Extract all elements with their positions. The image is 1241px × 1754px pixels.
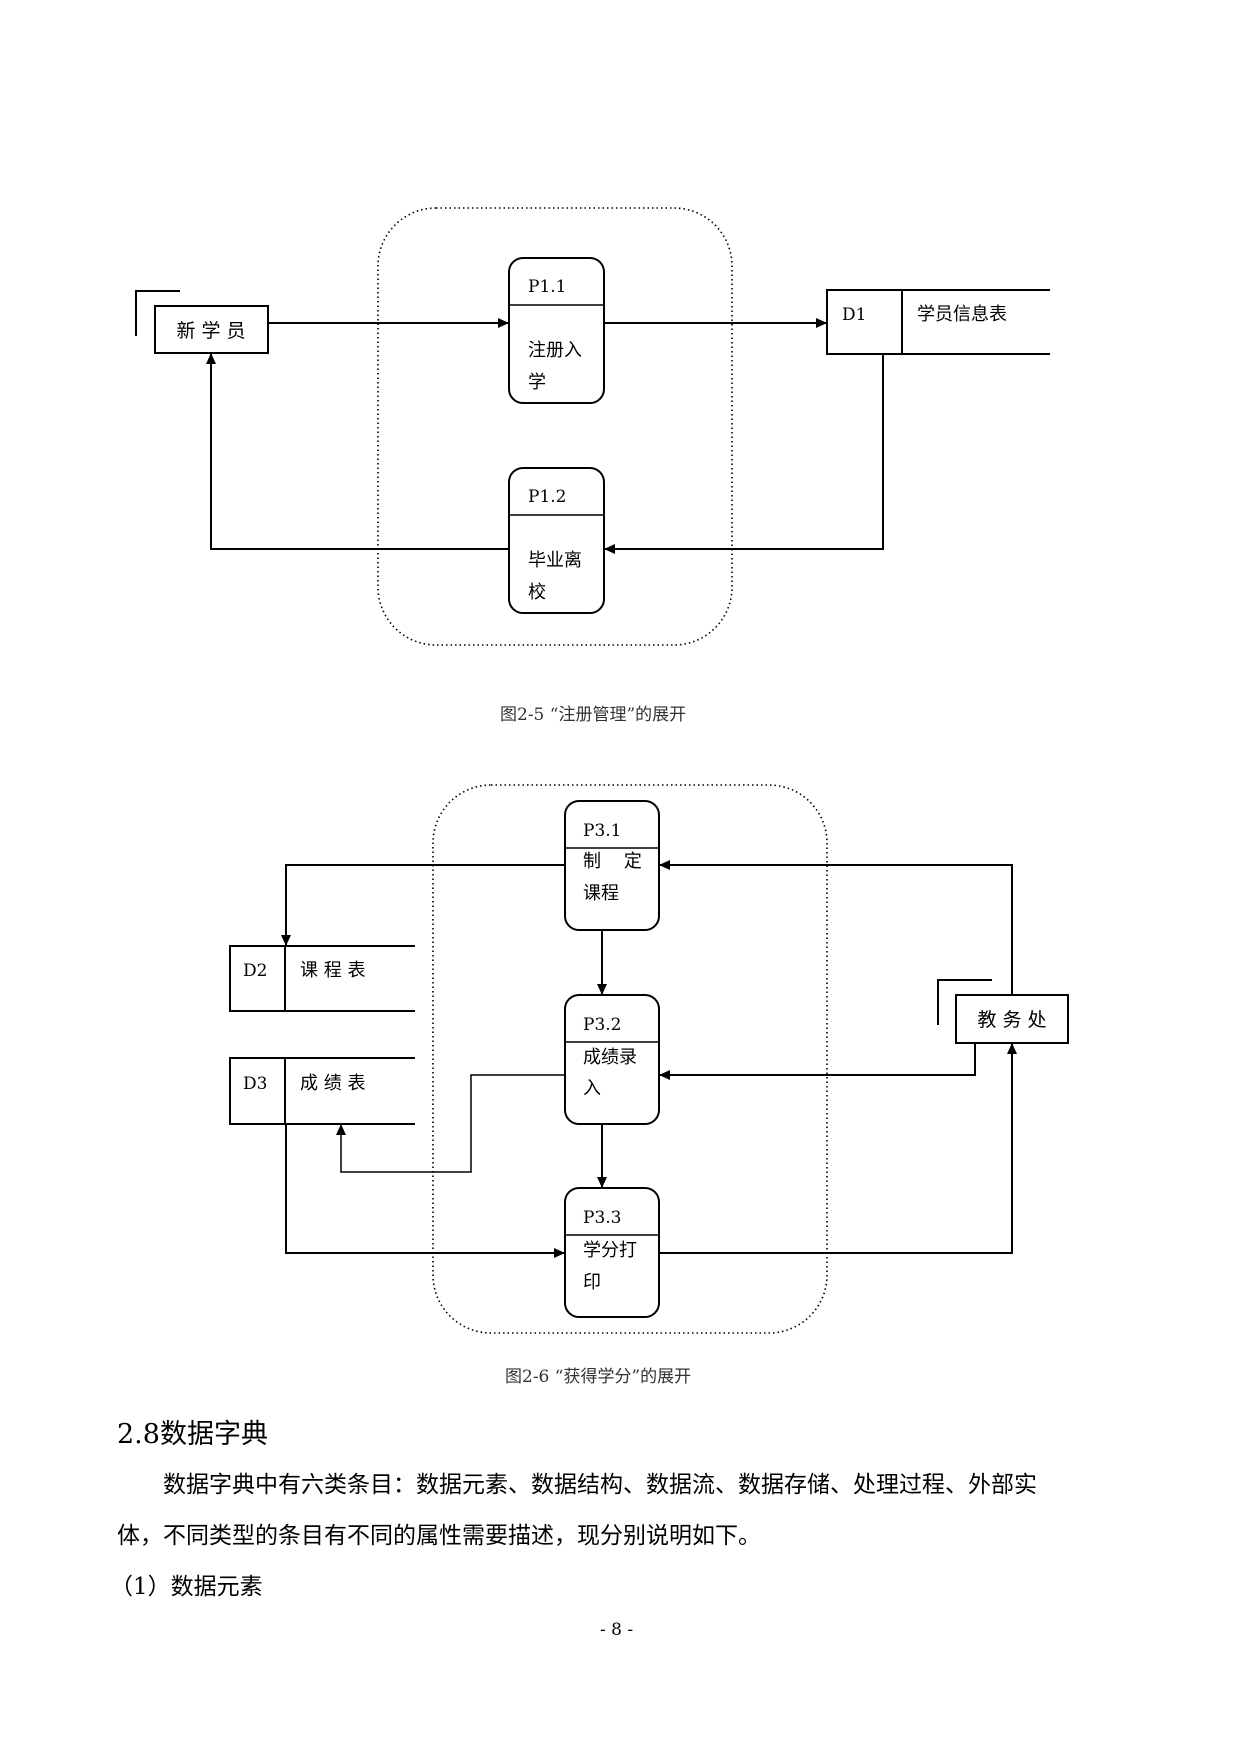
list-item-data-element: （1）数据元素 (110, 1574, 263, 1600)
process-box (508, 467, 605, 614)
process-id: P1.2 (528, 487, 566, 507)
process-name-line2: 印 (583, 1272, 601, 1293)
page-number: - 8 - (600, 1620, 634, 1640)
store-id: D1 (842, 305, 866, 325)
store-name: 学员信息表 (917, 304, 1007, 325)
process-name-line2: 学 (528, 372, 546, 393)
flow-d1-to-p12 (604, 354, 884, 554)
store-outline (826, 289, 1050, 355)
external-entity-academic-affairs: 教 务 处 (937, 979, 1069, 1044)
process-id: P1.1 (528, 277, 566, 297)
process-name-line1: 成绩录 (583, 1047, 637, 1068)
entity-label: 新 学 员 (176, 320, 245, 342)
flow-d3-to-p33 (285, 1124, 565, 1258)
paragraph-line-2: 体，不同类型的条目有不同的属性需要描述，现分别说明如下。 (117, 1523, 761, 1549)
process-name-line2: 校 (528, 582, 546, 603)
process-boundary (432, 784, 828, 1334)
entity-label: 教 务 处 (977, 1009, 1046, 1031)
flow-p31-to-d2 (281, 864, 565, 946)
figure-2-6: P3.1 制 定 课程 P3.2 成绩录 入 P3.3 学分打 印 D2 课 程… (229, 784, 1069, 1334)
flow-p32-to-d3 (336, 1074, 565, 1173)
process-p3-2: P3.2 成绩录 入 (564, 994, 660, 1125)
store-name: 课 程 表 (300, 960, 365, 981)
store-outline (229, 945, 415, 1012)
process-boundary (377, 207, 733, 646)
process-box (564, 994, 660, 1125)
flow-entity-to-p31 (659, 860, 1013, 995)
entity-shadow (135, 290, 180, 336)
flow-p12-to-entity (206, 353, 509, 550)
process-p1-2: P1.2 毕业离 校 (508, 467, 605, 614)
process-id: P3.3 (583, 1208, 621, 1228)
data-store-d1: D1 学员信息表 (826, 289, 1050, 355)
data-store-d3: D3 成 绩 表 (229, 1057, 415, 1125)
process-name-line2: 课程 (583, 883, 619, 904)
process-name-line1: 注册入 (528, 340, 582, 361)
figure-2-5: 新 学 员 P1.1 注册入 学 P1.2 毕业离 校 D1 学员信息表 (135, 207, 1050, 646)
process-name-line1: 制 定 (583, 851, 642, 872)
figure-2-5-caption: 图2-5 “注册管理”的展开 (500, 705, 687, 725)
process-id: P3.1 (583, 821, 621, 841)
store-name: 成 绩 表 (300, 1073, 365, 1094)
process-name-line1: 毕业离 (528, 550, 582, 571)
process-p3-3: P3.3 学分打 印 (564, 1187, 660, 1318)
section-heading: 2.8数据字典 (117, 1419, 268, 1450)
process-p3-1: P3.1 制 定 课程 (564, 800, 660, 931)
process-name-line2: 入 (583, 1078, 601, 1099)
process-name-line1: 学分打 (583, 1240, 637, 1261)
process-box (508, 257, 605, 404)
flow-entity-to-p32 (659, 1043, 976, 1080)
store-id: D3 (243, 1074, 267, 1094)
figure-2-6-caption: 图2-6 “获得学分”的展开 (505, 1367, 692, 1387)
process-p1-1: P1.1 注册入 学 (508, 257, 605, 404)
process-id: P3.2 (583, 1015, 621, 1035)
paragraph-line-1: 数据字典中有六类条目：数据元素、数据结构、数据流、数据存储、处理过程、外部实 (163, 1472, 1037, 1498)
data-store-d2: D2 课 程 表 (229, 945, 415, 1012)
store-outline (229, 1057, 415, 1125)
entity-box (955, 994, 1069, 1044)
store-id: D2 (243, 961, 267, 981)
external-entity-new-student: 新 学 员 (135, 290, 269, 354)
entity-shadow (937, 979, 992, 1025)
flow-p33-to-entity (659, 1043, 1017, 1254)
